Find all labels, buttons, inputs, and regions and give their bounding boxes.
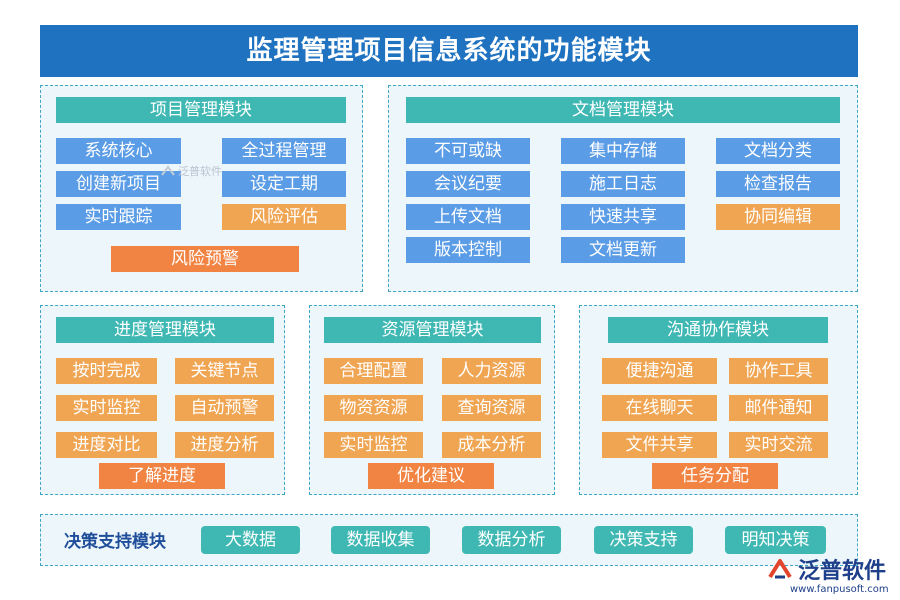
page-title: 监理管理项目信息系统的功能模块 <box>40 25 858 77</box>
comm-item-chat: 在线聊天 <box>602 395 717 421</box>
resource-item-allocation: 合理配置 <box>324 358 423 384</box>
project-item-create: 创建新项目 <box>56 171 181 197</box>
brand-logo-icon <box>768 559 792 579</box>
brand-url: www.fanpusoft.com <box>790 584 889 595</box>
decision-item-support: 决策支持 <box>594 526 693 554</box>
resource-item-query: 查询资源 <box>442 395 541 421</box>
progress-item-understand: 了解进度 <box>99 463 225 489</box>
project-item-core: 系统核心 <box>56 138 181 164</box>
docs-module-header: 文档管理模块 <box>406 97 840 123</box>
progress-item-analysis: 进度分析 <box>175 432 274 458</box>
docs-item-upload: 上传文档 <box>406 204 530 230</box>
comm-item-email: 邮件通知 <box>729 395 828 421</box>
watermark: 泛普软件 <box>160 163 222 179</box>
project-item-risk-assess: 风险评估 <box>222 204 346 230</box>
resource-item-cost: 成本分析 <box>442 432 541 458</box>
docs-item-construction-log: 施工日志 <box>561 171 685 197</box>
comm-item-tools: 协作工具 <box>729 358 828 384</box>
docs-item-version-control: 版本控制 <box>406 237 530 263</box>
project-item-full-process: 全过程管理 <box>222 138 346 164</box>
brand-name: 泛普软件 <box>798 559 887 584</box>
brand-logo: 泛普软件 <box>768 555 887 584</box>
resource-module-header: 资源管理模块 <box>324 317 541 343</box>
project-item-schedule: 设定工期 <box>222 171 346 197</box>
progress-item-monitor: 实时监控 <box>56 395 157 421</box>
progress-item-key-nodes: 关键节点 <box>175 358 274 384</box>
project-item-risk-warning: 风险预警 <box>111 246 299 272</box>
progress-item-compare: 进度对比 <box>56 432 157 458</box>
resource-item-monitor: 实时监控 <box>324 432 423 458</box>
comm-module-header: 沟通协作模块 <box>608 317 828 343</box>
comm-item-convenient: 便捷沟通 <box>602 358 717 384</box>
docs-item-minutes: 会议纪要 <box>406 171 530 197</box>
watermark-logo-icon <box>161 165 175 176</box>
decision-item-informed: 明知决策 <box>725 526 826 554</box>
decision-module-panel <box>40 514 858 566</box>
docs-item-co-edit: 协同编辑 <box>716 204 840 230</box>
comm-item-task-assign: 任务分配 <box>652 463 778 489</box>
docs-item-central-storage: 集中存储 <box>561 138 685 164</box>
docs-item-quick-share: 快速共享 <box>561 204 685 230</box>
decision-item-big-data: 大数据 <box>201 526 300 554</box>
resource-item-material: 物资资源 <box>324 395 423 421</box>
comm-item-file-share: 文件共享 <box>602 432 717 458</box>
docs-item-essential: 不可或缺 <box>406 138 530 164</box>
project-item-tracking: 实时跟踪 <box>56 204 181 230</box>
docs-item-inspection-report: 检查报告 <box>716 171 840 197</box>
progress-module-header: 进度管理模块 <box>56 317 274 343</box>
project-module-header: 项目管理模块 <box>56 97 346 123</box>
docs-item-doc-update: 文档更新 <box>561 237 685 263</box>
docs-item-classify: 文档分类 <box>716 138 840 164</box>
comm-item-realtime: 实时交流 <box>729 432 828 458</box>
decision-module-label: 决策支持模块 <box>64 532 166 552</box>
resource-item-human: 人力资源 <box>442 358 541 384</box>
decision-item-collect: 数据收集 <box>331 526 430 554</box>
progress-item-auto-warning: 自动预警 <box>175 395 274 421</box>
progress-item-on-time: 按时完成 <box>56 358 157 384</box>
decision-item-analysis: 数据分析 <box>462 526 561 554</box>
resource-item-optimize: 优化建议 <box>368 463 494 489</box>
